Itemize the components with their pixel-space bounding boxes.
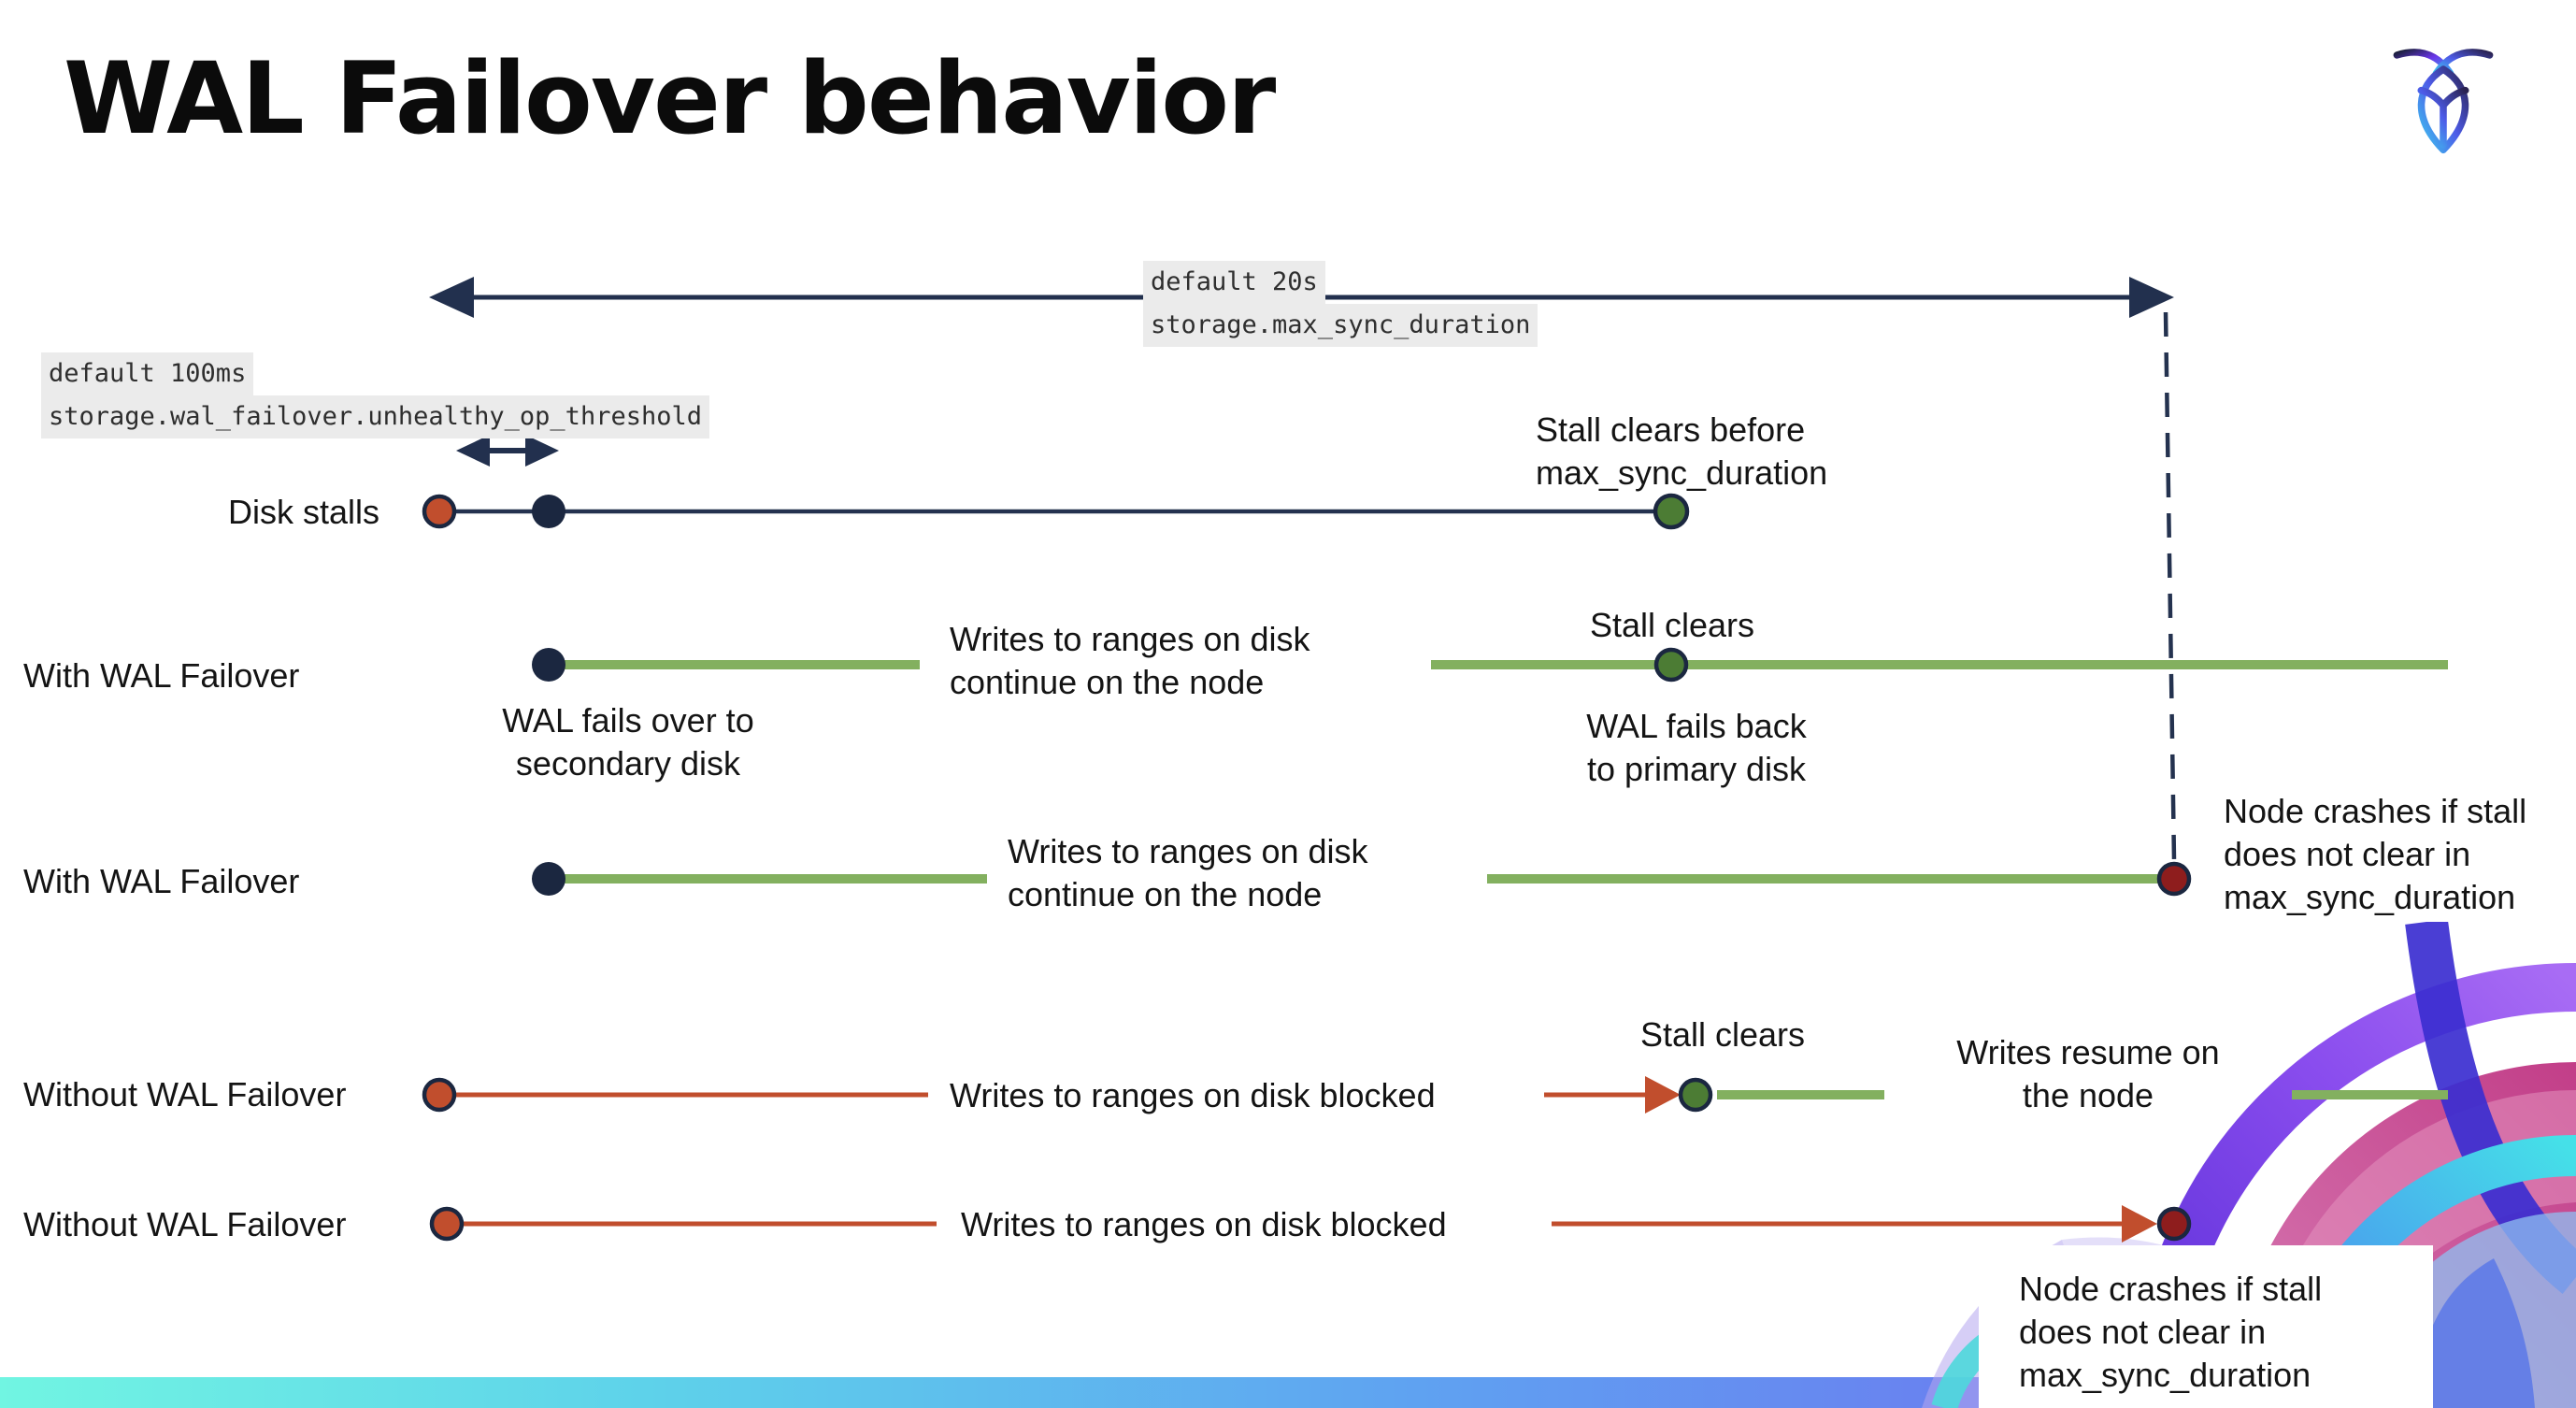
wal-fails-over-label: WAL fails over to secondary disk xyxy=(502,701,754,783)
unhealthy-threshold-arrow xyxy=(456,435,559,467)
stall-clears-dot xyxy=(1653,647,1689,682)
node-crashes-label: Node crashes if stall does not clear in … xyxy=(2019,1270,2323,1394)
row-label-with-wal-failover-1: With WAL Failover xyxy=(23,656,300,695)
wal-fails-back-label: WAL fails back to primary disk xyxy=(1586,707,1807,788)
max-sync-dashed-line xyxy=(2163,311,2177,861)
arrowhead-left-icon xyxy=(429,277,474,318)
stall-clears-label: Stall clears xyxy=(1589,606,1755,644)
cockroach-logo-icon xyxy=(2393,49,2494,154)
page-title: WAL Failover behavior xyxy=(64,41,1276,156)
node-crash-dot xyxy=(2156,861,2192,897)
writes-blocked-label: Writes to ranges on disk blocked xyxy=(950,1076,1436,1114)
max-sync-duration-annotation: default 20s storage.max_sync_duration xyxy=(1143,261,1538,347)
stall-clears-dot xyxy=(1653,493,1690,530)
setting-default-label: default 100ms xyxy=(41,352,254,395)
row-with-failover-clears-track xyxy=(532,647,2448,682)
arrowhead-left-icon xyxy=(456,435,490,467)
disk-stall-start-dot xyxy=(429,1206,465,1242)
disk-stall-start-dot xyxy=(422,1077,457,1113)
stall-clears-label: Stall clears xyxy=(1639,1015,1806,1054)
failover-dot xyxy=(532,648,565,682)
threshold-reached-dot xyxy=(532,495,565,528)
setting-name-label: storage.max_sync_duration xyxy=(1143,304,1538,347)
arrowhead-right-icon xyxy=(1645,1076,1681,1113)
stall-clears-before-label: Stall clears before max_sync_duration xyxy=(1536,410,1828,492)
setting-name-label: storage.wal_failover.unhealthy_op_thresh… xyxy=(41,395,709,438)
node-crashes-label: Node crashes if stall does not clear in … xyxy=(2224,792,2527,916)
unhealthy-threshold-annotation: default 100ms storage.wal_failover.unhea… xyxy=(41,352,709,438)
stall-clears-dot xyxy=(1678,1077,1713,1113)
arrowhead-right-icon xyxy=(525,435,559,467)
node-crash-callout-box xyxy=(1979,1245,2433,1408)
row-label-with-wal-failover-2: With WAL Failover xyxy=(23,862,300,900)
row-label-disk-stalls: Disk stalls xyxy=(228,493,380,531)
row-label-without-wal-failover-2: Without WAL Failover xyxy=(23,1205,347,1243)
row-label-without-wal-failover-1: Without WAL Failover xyxy=(23,1075,347,1113)
failover-dot xyxy=(532,862,565,896)
art-blue-wedge xyxy=(2408,1258,2535,1408)
writes-resume-label: Writes resume on the node xyxy=(1956,1033,2220,1114)
setting-default-label: default 20s xyxy=(1143,261,1325,304)
disk-stall-start-dot xyxy=(422,494,457,529)
writes-blocked-label: Writes to ranges on disk blocked xyxy=(961,1205,1447,1243)
writes-continue-label: Writes to ranges on disk continue on the… xyxy=(950,620,1310,701)
row-disk-stalls-track xyxy=(422,493,1690,530)
arrowhead-right-icon xyxy=(2129,277,2174,318)
writes-continue-label: Writes to ranges on disk continue on the… xyxy=(1008,832,1368,913)
